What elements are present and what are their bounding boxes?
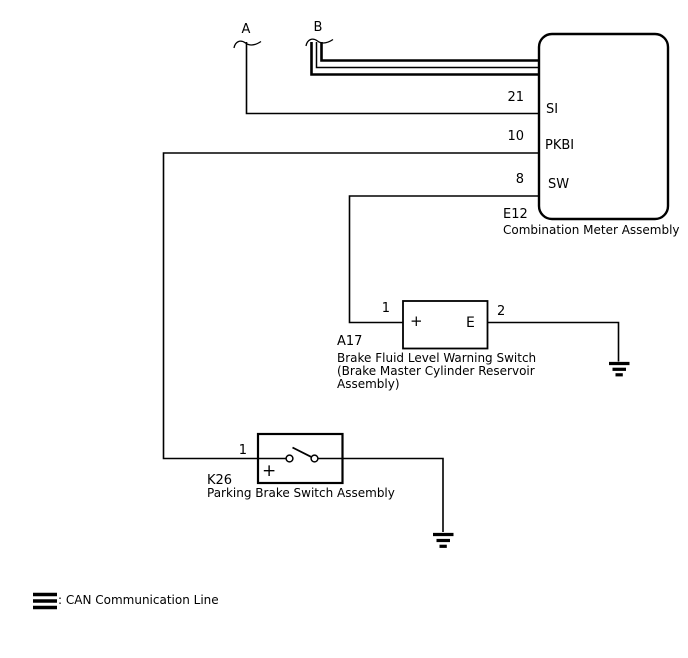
k26-code: K26: [207, 473, 233, 488]
ground-icon-a17: [609, 361, 630, 377]
a17-code: A17: [337, 334, 363, 349]
a17-name-line1: Brake Fluid Level Warning Switch: [337, 351, 537, 365]
pin-number-21: 21: [507, 90, 524, 105]
k26-plus-terminal: +: [262, 461, 277, 481]
k26-name: Parking Brake Switch Assembly: [207, 486, 395, 500]
meter-box: [537, 32, 670, 221]
connector-b-label: B: [313, 20, 323, 35]
wire-sw-to-a17: [348, 195, 539, 324]
ground-icon-k26: [433, 532, 454, 548]
pin-label-pkbi: PKBI: [545, 138, 575, 153]
a17-plus-terminal: +: [410, 312, 423, 330]
can-bus-line: [310, 42, 539, 76]
connector-b-break-icon: [305, 38, 334, 47]
wire-a-to-si: [245, 42, 539, 115]
switch-contact-icon: [285, 446, 319, 463]
pin-number-10: 10: [507, 129, 524, 144]
parking-switch-box: [256, 432, 344, 485]
wire-a17-to-ground: [487, 321, 620, 362]
wire-pkbi-to-k26: [162, 152, 539, 460]
meter-name: Combination Meter Assembly: [503, 223, 680, 237]
connector-a-label: A: [241, 22, 251, 37]
pin-label-sw: SW: [548, 177, 570, 192]
fluid-switch-box: [402, 300, 489, 350]
connector-a-break-icon: [233, 40, 262, 49]
pin-number-8: 8: [515, 172, 524, 187]
a17-name-line3: Assembly): [337, 377, 400, 391]
pin-label-si: SI: [546, 102, 559, 117]
can-legend-label: : CAN Communication Line: [58, 593, 219, 607]
a17-e-terminal: E: [466, 315, 475, 331]
a17-pin-2: 2: [497, 304, 506, 319]
k26-pin-1: 1: [238, 443, 247, 458]
a17-name-line2: (Brake Master Cylinder Reservoir: [337, 364, 535, 378]
meter-code: E12: [503, 207, 528, 222]
wire-k26-to-ground: [318, 457, 444, 532]
a17-pin-1: 1: [381, 301, 390, 316]
can-line-legend-icon: [33, 592, 57, 610]
